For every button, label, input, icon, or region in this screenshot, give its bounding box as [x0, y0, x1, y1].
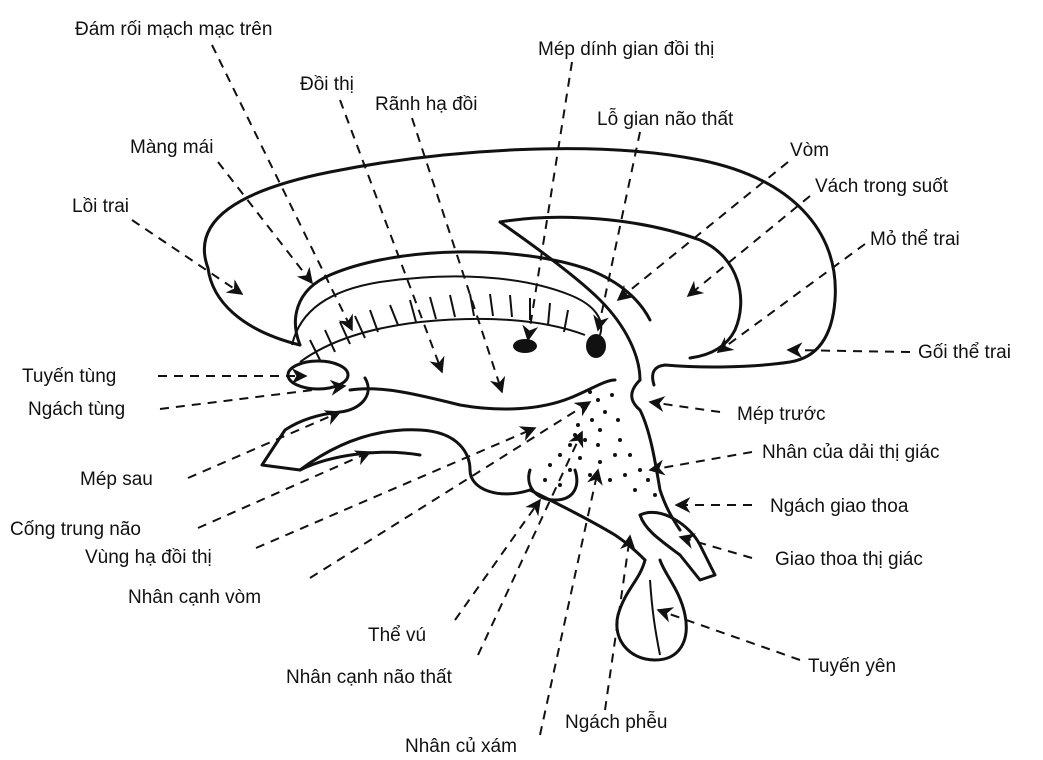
label-vom: Vòm: [790, 140, 829, 161]
choroid-band: [292, 276, 601, 345]
leader-nhan-canh-vom: [310, 402, 590, 578]
label-nhan-canh-vom: Nhân cạnh vòm: [128, 587, 261, 608]
pituitary-division: [650, 580, 660, 655]
leader-the-vu: [455, 500, 540, 620]
leader-ngach-pheu: [605, 536, 630, 710]
pineal-gland: [288, 361, 348, 389]
label-tuyen-tung: Tuyến tùng: [22, 366, 116, 387]
label-doi-thi: Đồi thị: [300, 74, 354, 95]
label-giao-thoa-thi-giac: Giao thoa thị giác: [775, 549, 923, 570]
label-mep-dinh: Mép dính gian đồi thị: [538, 39, 714, 60]
label-dam-roi: Đám rối mạch mạc trên: [75, 19, 272, 40]
label-nhan-canh-nao-that: Nhân cạnh não thất: [286, 667, 453, 688]
midbrain-aqueduct: [300, 452, 420, 470]
leader-vom: [618, 162, 788, 300]
label-mep-sau: Mép sau: [80, 469, 153, 490]
label-tuyen-yen: Tuyến yên: [808, 656, 896, 677]
label-vach-trong-suot: Vách trong suốt: [815, 176, 949, 197]
leader-ranh-ha-doi: [412, 118, 502, 392]
leader-mep-dinh: [528, 62, 572, 340]
labels: Đám rối mạch mạc trên Đồi thị Rãnh hạ đồ…: [10, 19, 1011, 757]
leader-nhan-canh-nao-that: [478, 432, 582, 655]
label-ngach-tung: Ngách tùng: [28, 399, 125, 420]
leader-goi-the-trai: [788, 350, 910, 352]
leader-vung-ha-doi: [256, 428, 535, 548]
label-ranh-ha-doi: Rãnh hạ đồi: [375, 94, 477, 115]
leader-giao-thoa: [680, 537, 752, 558]
label-loi-trai: Lồi trai: [72, 196, 129, 217]
fornix: [500, 222, 640, 380]
interthalamic-adhesion: [513, 339, 537, 353]
label-ngach-pheu: Ngách phễu: [565, 711, 667, 733]
third-ventricle-floor: [350, 380, 615, 409]
pituitary-gland: [617, 560, 686, 660]
leader-vach-trong-suot: [688, 196, 810, 296]
leader-nhan-dai-thi-giac: [650, 452, 752, 470]
label-vung-ha-doi: Vùng hạ đồi thị: [85, 547, 212, 568]
label-cong-trung-nao: Cống trung não: [10, 519, 141, 540]
label-nhan-dai-thi-giac: Nhân của dải thị giác: [762, 442, 939, 463]
interventricular-foramen: [586, 334, 606, 358]
label-ngach-giao-thoa: Ngách giao thoa: [770, 496, 909, 517]
optic-chiasm: [640, 512, 715, 580]
label-goi-the-trai: Gối thể trai: [918, 342, 1011, 363]
leader-doi-thi: [340, 100, 442, 372]
label-mo-the-trai: Mỏ thể trai: [870, 229, 960, 250]
label-lo-gian: Lỗ gian não thất: [597, 108, 734, 130]
leader-mep-sau: [188, 412, 340, 478]
label-the-vu: Thể vú: [368, 625, 426, 646]
choroid-band-lower: [300, 319, 585, 362]
leader-loi-trai: [132, 220, 242, 294]
posterior-commissure-region: [262, 378, 530, 494]
leader-mep-truoc: [650, 402, 720, 412]
label-nhan-cu-xam: Nhân củ xám: [405, 736, 517, 757]
label-mang-mai: Màng mái: [130, 137, 213, 158]
leader-lo-gian: [598, 132, 640, 330]
label-mep-truoc: Mép trước: [737, 404, 826, 425]
leader-tuyen-yen: [658, 610, 800, 660]
